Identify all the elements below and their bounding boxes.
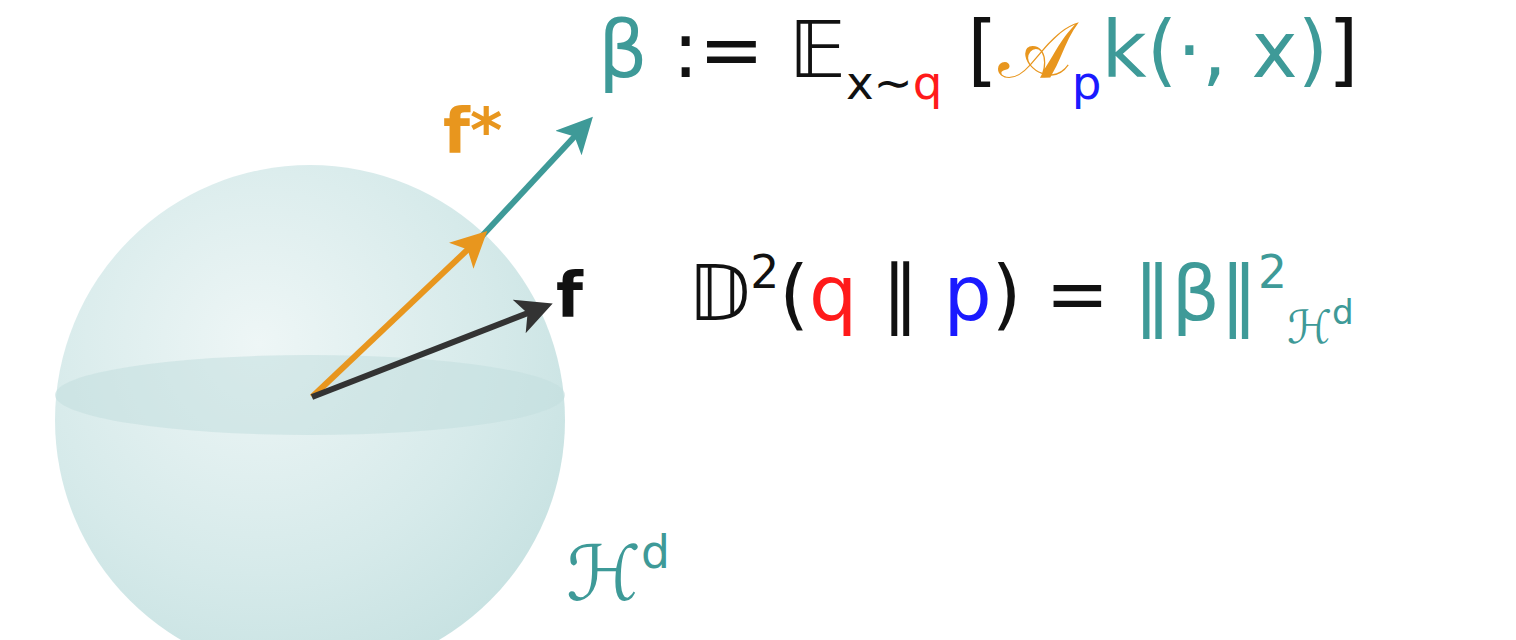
text-run: f* [443, 94, 502, 167]
text-run: ‖β‖ [1133, 249, 1258, 338]
text-run: p [943, 249, 991, 338]
unit-ball [55, 165, 565, 640]
text-run: x∼ [846, 56, 913, 110]
vector-label: f [556, 256, 583, 334]
f-vector [312, 306, 546, 397]
text-run: [ [943, 5, 998, 95]
text-run: β [598, 5, 648, 95]
text-run: ) = [992, 249, 1134, 338]
text-run: k(·, x) [1101, 5, 1328, 95]
text-run: 𝒜 [998, 5, 1072, 95]
text-run: := 𝔼 [648, 5, 846, 95]
discrepancy-equation: 𝔻2(q ∥ p) = ‖β‖2ℋd [688, 246, 1354, 341]
text-run: f [556, 258, 583, 331]
f-star-vector [312, 236, 482, 397]
text-run: 2 [750, 246, 779, 299]
beta-definition: β := 𝔼x∼q [𝒜pk(·, x)] [598, 2, 1359, 100]
text-run: d [1332, 292, 1354, 332]
text-run: ( [779, 249, 809, 338]
text-run: d [641, 526, 670, 579]
text-run: ∥ [857, 249, 943, 338]
text-run: ] [1328, 5, 1358, 95]
text-run: p [1072, 56, 1102, 110]
text-run: ℋ [566, 529, 641, 618]
space-label: ℋd [566, 526, 670, 621]
text-run: ℋ [1287, 301, 1332, 354]
text-run: q [913, 56, 943, 110]
equator-ellipse [55, 355, 565, 435]
text-run: q [809, 249, 857, 338]
vector-label: f* [443, 92, 502, 170]
text-run: 𝔻 [688, 249, 750, 338]
text-run: 2 [1258, 246, 1287, 299]
